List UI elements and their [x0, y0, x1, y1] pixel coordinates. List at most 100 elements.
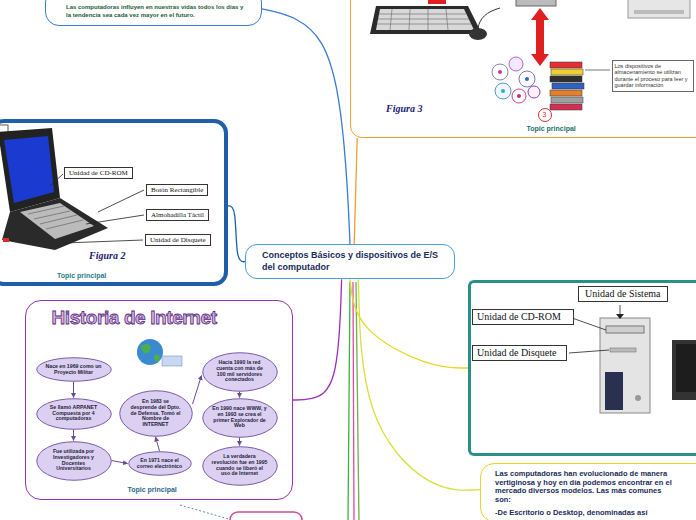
leader-line	[98, 190, 144, 212]
dashed-line	[180, 505, 232, 520]
history-ellipse: Fue utilizada por Investigadores y Docen…	[36, 441, 112, 481]
flow-arrow	[73, 430, 74, 441]
topic-panel: Nace en 1969 como un Proyecto Militar Se …	[25, 300, 293, 500]
laptop-screen-frame	[0, 128, 60, 212]
branch-stub	[356, 282, 359, 520]
node-text: Unidad de CD-ROM	[69, 169, 128, 177]
leader-line	[572, 318, 606, 330]
double-arrow	[531, 8, 549, 66]
ellipse-outline	[36, 398, 111, 429]
leader-line	[86, 215, 144, 224]
printer	[628, 0, 690, 18]
ellipse-outline	[202, 352, 277, 391]
ellipse-outline	[128, 452, 191, 476]
keyboard-keys	[376, 9, 474, 30]
branch-line	[350, 279, 468, 368]
node-text: Nace en 1969 como un Proyecto Militar	[45, 364, 103, 376]
note-box: Las computadoras influyen en nuestras vi…	[45, 0, 262, 26]
branch-stub	[348, 282, 350, 520]
laptop-keyboard	[20, 203, 94, 239]
history-ellipse: La verdadera revolución fue en 1995 cuan…	[202, 446, 278, 486]
central-topic: Conceptos Básicos y dispositivos de E/S …	[245, 244, 455, 279]
ellipse-outline	[36, 358, 111, 382]
cd-drive	[606, 326, 644, 333]
leader-line	[64, 240, 143, 243]
branch-stub	[353, 282, 354, 520]
screen-icon	[162, 356, 182, 366]
note-box: Las computadoras han evolucionado de man…	[480, 463, 696, 520]
node-text: En 1983 se desprende del Dpto. de Defens…	[129, 399, 183, 429]
monitor	[672, 340, 696, 400]
node-text: Almohadilla Táctil	[151, 211, 204, 219]
node-text: 3	[543, 111, 547, 118]
part-label: Almohadilla Táctil	[146, 209, 209, 221]
figure-caption: Figura 2	[89, 250, 125, 261]
leader-line	[50, 174, 63, 186]
red-arrow	[428, 0, 446, 4]
laptop-screen	[4, 136, 54, 203]
laptop-detail	[3, 238, 9, 242]
flow-arrow	[193, 376, 202, 405]
part-label: Unidad de CD-ROM	[64, 167, 133, 179]
node-text: Botón Rectangible	[151, 186, 203, 194]
leader-line	[569, 350, 609, 353]
ellipse-outline	[202, 398, 277, 437]
node-text: Conceptos Básicos y dispositivos de E/S …	[262, 250, 444, 273]
system-tower	[600, 318, 650, 413]
callout-number: 3	[538, 108, 552, 122]
key-rows	[28, 206, 83, 229]
figure-panel: Los dispositivos de almacenamiento se ut…	[350, 0, 696, 138]
node-text: Fue utilizada por Investigadores y Docen…	[45, 449, 103, 473]
part-label: Unidad de Sistema	[578, 286, 668, 302]
part-label: Botón Rectangible	[146, 184, 208, 196]
globe-land	[141, 344, 160, 362]
printer-slot	[634, 10, 684, 14]
node-text: Las computadoras influyen en nuestras vi…	[66, 3, 249, 20]
history-ellipse: En 1983 se desprende del Dpto. de Defens…	[119, 390, 193, 437]
panel-text: Topic principal	[128, 486, 177, 494]
node-text: Unidad de Disquete	[150, 236, 206, 244]
partial-topic-box	[230, 512, 302, 520]
flow-arrow	[73, 382, 74, 398]
flow-arrow	[354, 138, 357, 244]
flow-arrow	[239, 392, 240, 398]
callout-box: Los dispositivos de almacenamiento se ut…	[612, 60, 694, 92]
part-label: Unidad de CD-ROM	[472, 309, 574, 325]
branch-line	[358, 279, 480, 490]
ellipse-outline	[36, 441, 111, 480]
part-label: Unidad de Disquete	[145, 234, 211, 246]
node-text: Hacia 1990 la red cuenta con más de 100 …	[212, 360, 268, 384]
branch-line	[262, 9, 350, 244]
keyboard	[370, 6, 482, 34]
flow-arrow	[112, 461, 128, 464]
panel-text: Topic principal	[527, 125, 576, 133]
node-text: -De Escritorio o Desktop, denominadas as…	[495, 509, 673, 518]
branch-line	[293, 279, 342, 400]
flow-arrow	[156, 437, 160, 451]
panel-text: Topic principal	[57, 272, 106, 280]
node-text: Unidad de Sistema	[585, 288, 661, 300]
node-text: Unidad de Disquete	[477, 347, 556, 359]
leader-arrowhead	[616, 314, 624, 319]
device-box	[605, 372, 623, 410]
panel-text: Historia de Internet	[52, 307, 217, 329]
node-text: Se llamó ARPANET Compuesta por 4 computa…	[45, 405, 103, 423]
figure-caption: Figura 3	[386, 103, 422, 114]
figure-panel: Unidad de SistemaUnidad de CD-ROM Unidad …	[468, 280, 696, 456]
history-ellipse: Se llamó ARPANET Compuesta por 4 computa…	[36, 398, 112, 430]
disk-stack	[550, 62, 584, 110]
key-grid	[377, 9, 471, 30]
node-text: En 1990 nace WWW, y en 1993 se crea el p…	[212, 406, 268, 430]
node-text: En 1971 nace el correo electrónico	[137, 458, 183, 470]
part-label: Unidad de Disquete	[472, 345, 567, 361]
branch-line	[228, 206, 245, 262]
node-text: Las computadoras han evolucionado de man…	[495, 470, 673, 505]
leader-line	[620, 305, 621, 314]
flow-arrow	[239, 438, 240, 446]
history-ellipse: Nace en 1969 como un Proyecto Militar	[36, 357, 112, 382]
history-ellipse: En 1990 nace WWW, y en 1993 se crea el p…	[202, 398, 278, 438]
history-ellipse: Hacia 1990 la red cuenta con más de 100 …	[202, 352, 278, 392]
mouse	[469, 28, 487, 40]
node-text: Unidad de CD-ROM	[477, 311, 561, 323]
monitor-screen	[676, 344, 696, 392]
